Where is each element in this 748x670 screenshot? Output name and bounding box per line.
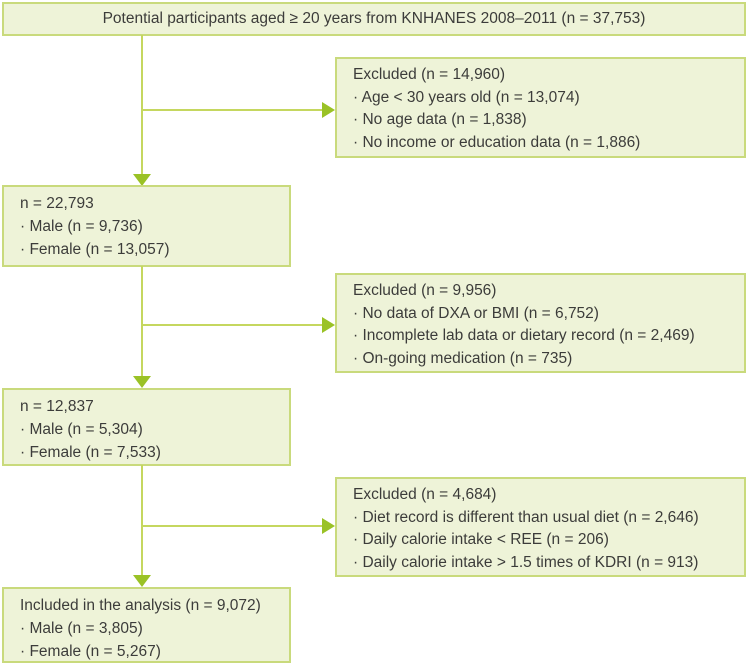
flow-box-included-final: Included in the analysis (n = 9,072) · M… bbox=[2, 587, 291, 663]
step-1-total: n = 22,793 bbox=[20, 195, 94, 212]
connector-branch-2 bbox=[141, 324, 324, 326]
arrow-right-icon bbox=[322, 518, 335, 534]
step-2-male: · Male (n = 5,304) bbox=[20, 421, 143, 438]
connector-branch-1 bbox=[141, 109, 324, 111]
step-2-total: n = 12,837 bbox=[20, 398, 94, 415]
final-female: · Female (n = 5,267) bbox=[20, 643, 161, 660]
arrow-right-icon bbox=[322, 317, 335, 333]
excluded-3-item: · Daily calorie intake > 1.5 times of KD… bbox=[353, 553, 699, 571]
final-total: Included in the analysis (n = 9,072) bbox=[20, 597, 261, 614]
arrow-down-icon bbox=[133, 174, 151, 186]
connector-vertical-1 bbox=[141, 35, 143, 175]
connector-vertical-3 bbox=[141, 465, 143, 575]
excluded-3-item: · Diet record is different than usual di… bbox=[353, 508, 699, 526]
step-1-male: · Male (n = 9,736) bbox=[20, 218, 143, 235]
flow-box-excluded-1: Excluded (n = 14,960) · Age < 30 years o… bbox=[335, 57, 746, 158]
excluded-2-item: · Incomplete lab data or dietary record … bbox=[353, 327, 695, 344]
excluded-2-item: · On-going medication (n = 735) bbox=[353, 349, 573, 367]
excluded-2-item: · No data of DXA or BMI (n = 6,752) bbox=[353, 304, 599, 322]
flow-box-step-1: n = 22,793 · Male (n = 9,736) · Female (… bbox=[2, 185, 291, 267]
arrow-right-icon bbox=[322, 102, 335, 118]
connector-branch-3 bbox=[141, 525, 324, 527]
excluded-2-header: Excluded (n = 9,956) bbox=[353, 282, 497, 299]
arrow-down-icon bbox=[133, 575, 151, 587]
step-1-female: · Female (n = 13,057) bbox=[20, 241, 170, 258]
excluded-3-item: · Daily calorie intake < REE (n = 206) bbox=[353, 531, 609, 548]
flow-box-potential-participants-text: Potential participants aged ≥ 20 years f… bbox=[102, 10, 646, 27]
excluded-1-item: · No age data (n = 1,838) bbox=[353, 111, 527, 128]
excluded-1-header: Excluded (n = 14,960) bbox=[353, 66, 506, 83]
flow-box-potential-participants: Potential participants aged ≥ 20 years f… bbox=[2, 2, 746, 36]
excluded-3-header: Excluded (n = 4,684) bbox=[353, 486, 497, 503]
excluded-1-item: · No income or education data (n = 1,886… bbox=[353, 133, 641, 151]
flow-box-excluded-3: Excluded (n = 4,684) · Diet record is di… bbox=[335, 477, 746, 577]
final-male: · Male (n = 3,805) bbox=[20, 620, 143, 637]
flow-box-excluded-2: Excluded (n = 9,956) · No data of DXA or… bbox=[335, 273, 746, 373]
step-2-female: · Female (n = 7,533) bbox=[20, 444, 161, 461]
connector-vertical-2 bbox=[141, 266, 143, 376]
arrow-down-icon bbox=[133, 376, 151, 388]
flow-box-step-2: n = 12,837 · Male (n = 5,304) · Female (… bbox=[2, 388, 291, 466]
excluded-1-item: · Age < 30 years old (n = 13,074) bbox=[353, 88, 580, 106]
